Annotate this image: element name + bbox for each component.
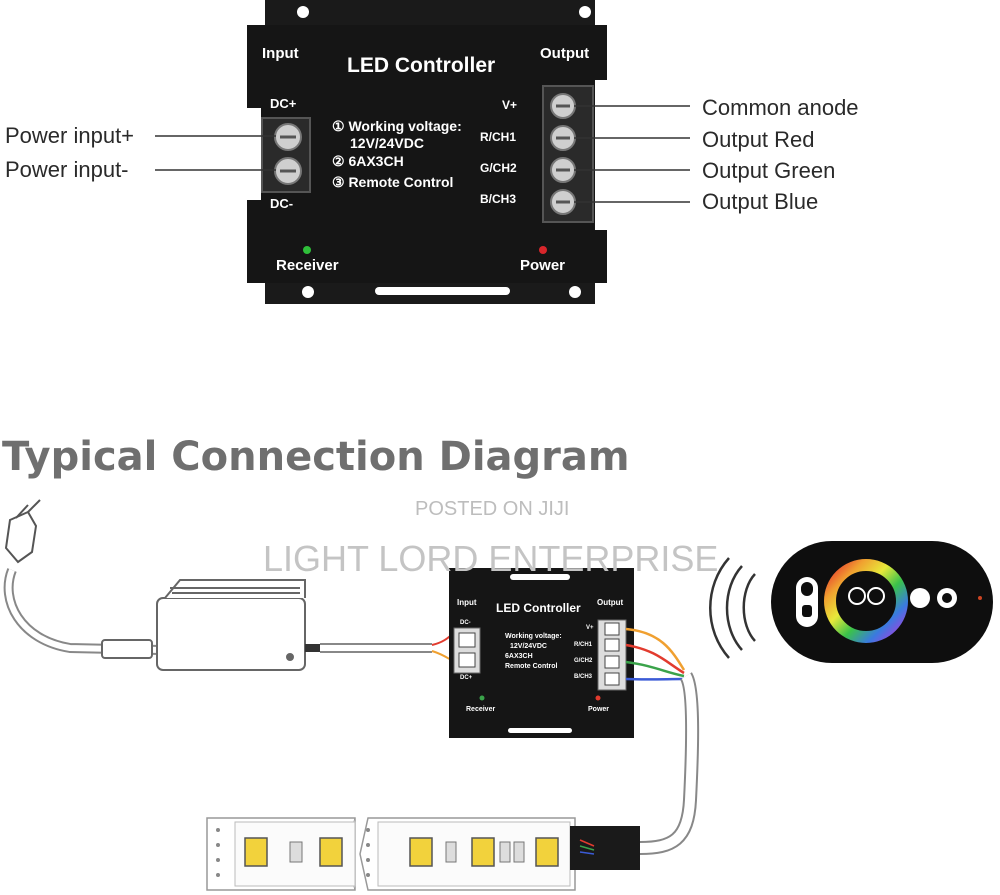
small-power-label: Power bbox=[588, 706, 610, 713]
callout-power-input-plus: Power input+ bbox=[5, 123, 135, 148]
top-spec-1: ① Working voltage: bbox=[332, 118, 462, 134]
top-output-label: Output bbox=[540, 45, 590, 62]
power-led bbox=[539, 246, 547, 254]
top-spec-3: ② 6AX3CH bbox=[332, 153, 404, 169]
top-device-title: LED Controller bbox=[347, 54, 496, 77]
small-device-title: LED Controller bbox=[496, 601, 581, 615]
small-spec-4: Remote Control bbox=[505, 663, 558, 670]
top-power-label: Power bbox=[520, 257, 566, 274]
small-channel-b: B/CH3 bbox=[574, 674, 593, 680]
small-controller-body bbox=[449, 568, 634, 738]
callout-power-input-minus: Power input- bbox=[5, 157, 129, 182]
callout-output-green: Output Green bbox=[702, 158, 836, 183]
small-input-label: Input bbox=[457, 598, 477, 607]
small-receiver-label: Receiver bbox=[466, 706, 496, 713]
top-channel-r: R/CH1 bbox=[480, 130, 517, 144]
receiver-led bbox=[303, 246, 311, 254]
power-adapter bbox=[101, 579, 320, 671]
callout-output-blue: Output Blue bbox=[702, 189, 819, 214]
small-spec-3: 6AX3CH bbox=[505, 653, 533, 660]
ac-plug bbox=[3, 499, 161, 655]
top-input-terminal bbox=[261, 117, 311, 193]
watermark-brand: LIGHT LORD ENTERPRISE bbox=[263, 538, 719, 579]
small-channel-r: R/CH1 bbox=[574, 642, 593, 648]
watermark-posted: POSTED ON JIJI bbox=[415, 498, 570, 520]
top-dc-plus-label: DC+ bbox=[270, 96, 297, 111]
top-spec-4: ③ Remote Control bbox=[332, 174, 454, 190]
rf-remote bbox=[709, 541, 993, 663]
small-spec-1: Working voltage: bbox=[505, 633, 562, 640]
led-strip bbox=[206, 817, 640, 891]
small-output-label: Output bbox=[597, 598, 624, 607]
output-wires bbox=[625, 627, 686, 681]
small-dc-minus-label: DC- bbox=[460, 620, 471, 626]
top-spec-2: 12V/24VDC bbox=[350, 135, 424, 151]
callout-common-anode: Common anode bbox=[702, 95, 859, 120]
small-channel-g: G/CH2 bbox=[574, 658, 593, 664]
callout-output-red: Output Red bbox=[702, 127, 815, 152]
callout-lines bbox=[155, 105, 690, 203]
top-channel-b: B/CH3 bbox=[480, 192, 517, 206]
top-input-label: Input bbox=[262, 45, 299, 62]
small-channel-vplus: V+ bbox=[586, 625, 594, 631]
top-dc-minus-label: DC- bbox=[270, 196, 294, 211]
section-title: Typical Connection Diagram bbox=[2, 434, 630, 480]
small-spec-2: 12V/24VDC bbox=[510, 643, 547, 650]
top-channel-g: G/CH2 bbox=[480, 161, 517, 175]
top-channel-vplus: V+ bbox=[502, 98, 518, 112]
small-dc-plus-label: DC+ bbox=[460, 675, 473, 681]
top-output-terminal bbox=[542, 85, 594, 223]
top-receiver-label: Receiver bbox=[276, 257, 339, 274]
